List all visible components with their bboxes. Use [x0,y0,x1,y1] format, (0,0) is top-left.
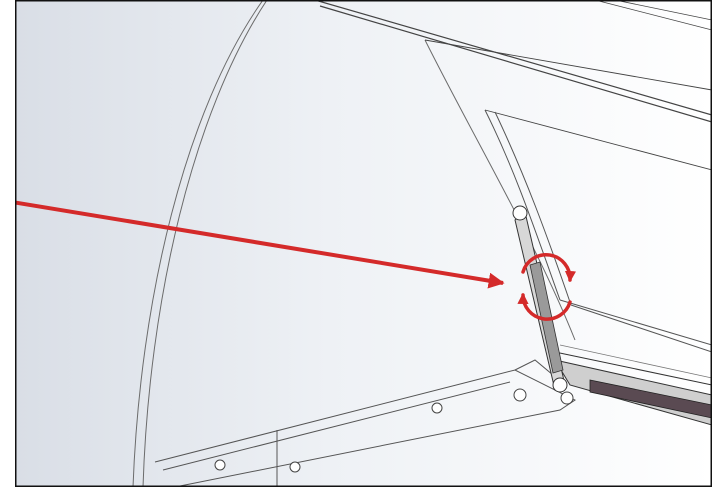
bolt [214,459,226,471]
pointer-arrow [15,200,505,289]
illustration-frame [15,0,712,487]
cover-edge [484,109,712,353]
base-rail [553,344,712,426]
bolt [513,388,527,402]
bolt [560,391,574,405]
side-panel [132,0,576,487]
rotate-icon [517,252,577,321]
strut-bottom-mount [552,377,568,393]
background [15,0,712,487]
strut-top-mount [512,205,528,221]
bolt [431,402,443,414]
bolts [214,388,574,473]
lid-frame [314,0,712,171]
border-frame [15,0,712,487]
bolt [289,461,301,473]
